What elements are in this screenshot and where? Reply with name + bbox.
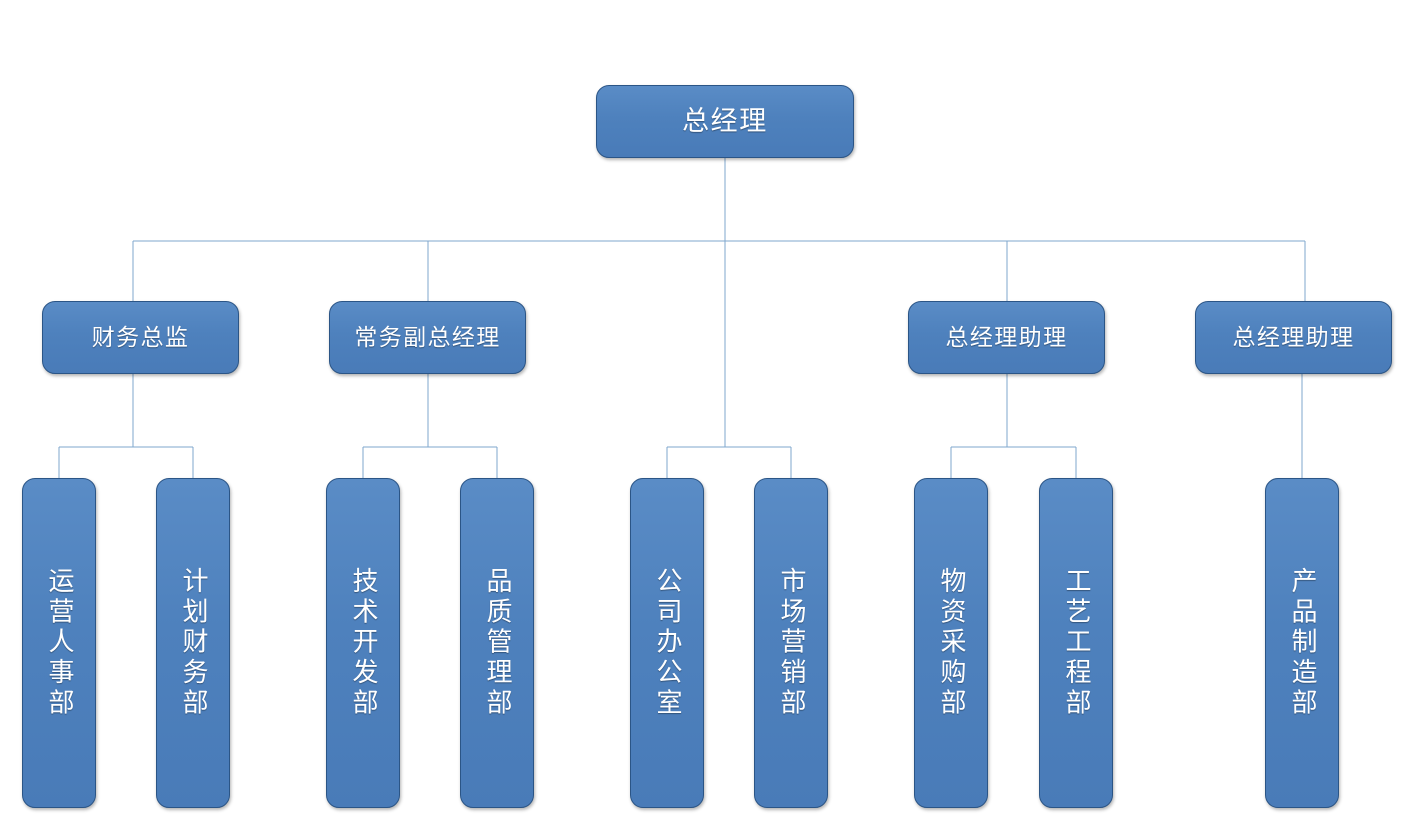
node-marketing-dept[interactable]: 市场营销部 [754, 478, 828, 808]
node-label-operations-hr-dept: 运营人事部 [45, 566, 74, 720]
node-process-engineering-dept[interactable]: 工艺工程部 [1039, 478, 1113, 808]
node-label-quality-management-dept: 品质管理部 [483, 566, 512, 720]
node-planning-finance-dept[interactable]: 计划财务部 [156, 478, 230, 808]
node-label-technology-development-dept: 技术开发部 [349, 566, 378, 720]
node-operations-hr-dept[interactable]: 运营人事部 [22, 478, 96, 808]
node-executive-deputy-gm[interactable]: 常务副总经理 [329, 301, 526, 374]
node-label-company-office: 公司办公室 [653, 566, 682, 720]
node-label-marketing-dept: 市场营销部 [777, 566, 806, 720]
node-gm-assistant-1[interactable]: 总经理助理 [908, 301, 1105, 374]
node-company-office[interactable]: 公司办公室 [630, 478, 704, 808]
node-quality-management-dept[interactable]: 品质管理部 [460, 478, 534, 808]
node-label-product-manufacturing-dept: 产品制造部 [1288, 566, 1317, 720]
node-label-process-engineering-dept: 工艺工程部 [1062, 566, 1091, 720]
node-materials-procurement-dept[interactable]: 物资采购部 [914, 478, 988, 808]
node-label-executive-deputy-gm: 常务副总经理 [354, 324, 501, 350]
node-label-gm-assistant-2: 总经理助理 [1232, 324, 1355, 350]
node-label-general-manager: 总经理 [682, 105, 768, 136]
node-label-finance-director: 财务总监 [91, 324, 190, 350]
node-label-materials-procurement-dept: 物资采购部 [937, 566, 966, 720]
node-label-gm-assistant-1: 总经理助理 [945, 324, 1068, 350]
node-finance-director[interactable]: 财务总监 [42, 301, 239, 374]
node-gm-assistant-2[interactable]: 总经理助理 [1195, 301, 1392, 374]
node-product-manufacturing-dept[interactable]: 产品制造部 [1265, 478, 1339, 808]
node-technology-development-dept[interactable]: 技术开发部 [326, 478, 400, 808]
node-label-planning-finance-dept: 计划财务部 [179, 566, 208, 720]
node-general-manager[interactable]: 总经理 [596, 85, 854, 158]
